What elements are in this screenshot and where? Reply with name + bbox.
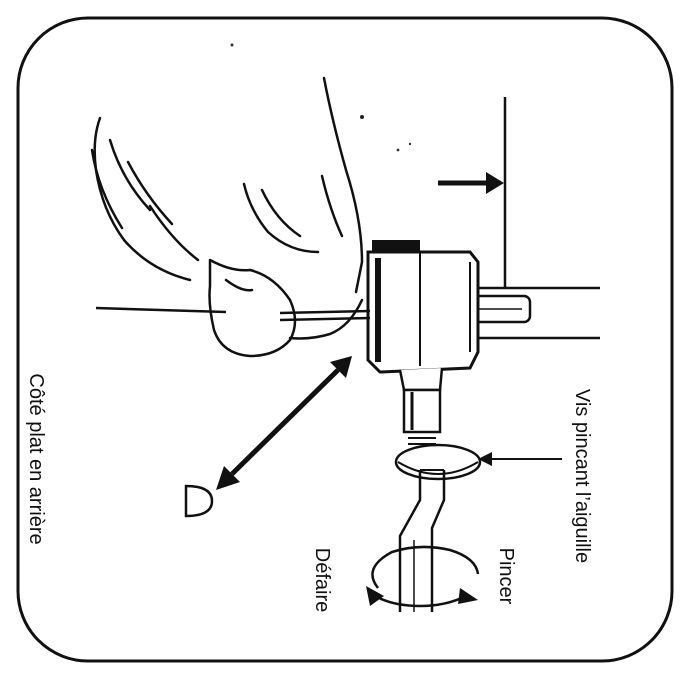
position-arrow-icon	[438, 172, 504, 194]
hand	[90, 76, 364, 358]
needle	[398, 469, 446, 612]
double-arrow-icon	[216, 356, 352, 490]
d-shape-icon	[184, 484, 214, 518]
clamp-shaft	[402, 388, 442, 445]
rotation-arrow-icon	[366, 545, 480, 608]
tighten-label: Pincer	[495, 547, 517, 605]
loosen-label: Défaire	[311, 547, 333, 613]
clamp-screw-pointer	[478, 452, 562, 466]
needle-clamp	[366, 240, 480, 392]
clamp-screw	[394, 443, 482, 481]
loose-needle	[95, 306, 371, 322]
frame-border	[16, 16, 674, 663]
flat-side-back-label: Côté plat en arrière	[25, 373, 47, 545]
needle-clamp-screw-label: Vis pincant l’aiguille	[571, 388, 593, 564]
